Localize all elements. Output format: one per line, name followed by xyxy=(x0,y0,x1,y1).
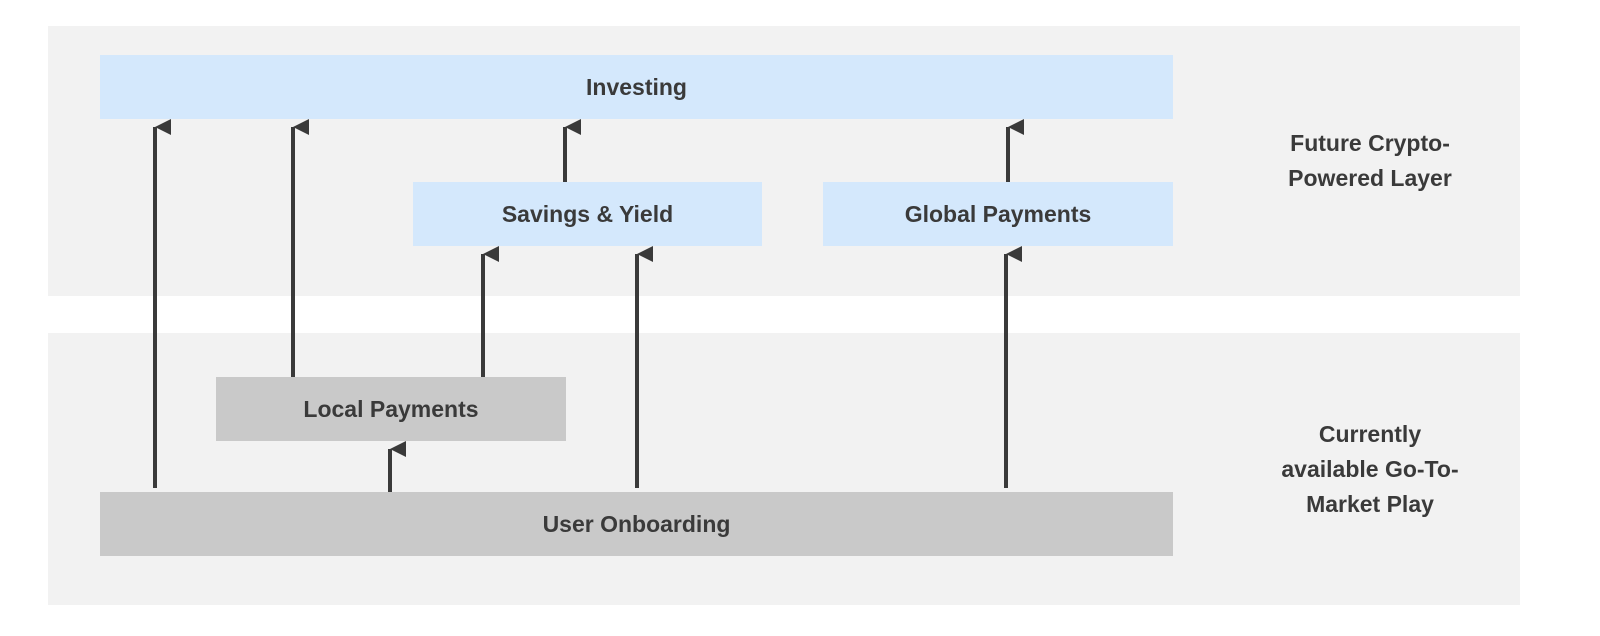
local-payments-box: Local Payments xyxy=(216,377,566,441)
user-onboarding-box: User Onboarding xyxy=(100,492,1173,556)
current-layer-label: Currently available Go-To- Market Play xyxy=(1281,421,1459,517)
savings-yield-box: Savings & Yield xyxy=(413,182,762,246)
future-layer-label: Future Crypto- Powered Layer xyxy=(1288,130,1452,191)
investing-box: Investing xyxy=(100,55,1173,119)
global-payments-box: Global Payments xyxy=(823,182,1173,246)
